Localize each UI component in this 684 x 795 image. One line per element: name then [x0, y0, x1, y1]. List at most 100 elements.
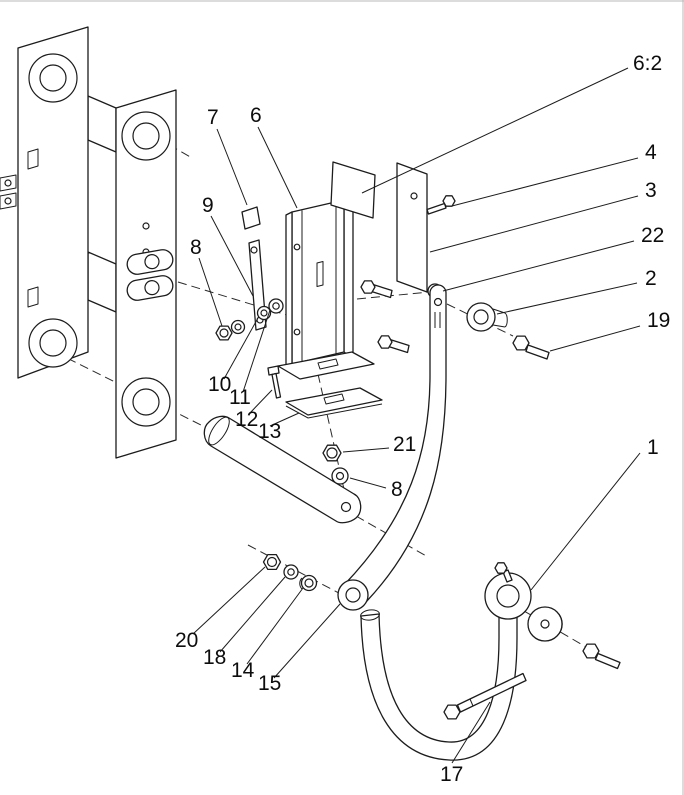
nut-20	[262, 553, 282, 571]
washer-8-mid	[331, 467, 349, 485]
backing-plate-3	[396, 162, 428, 293]
nut-8-upper	[215, 325, 233, 341]
leader-line	[198, 257, 223, 327]
washer-10	[256, 305, 272, 321]
bolt-head	[360, 280, 376, 294]
callout-12: 12	[235, 408, 258, 431]
plate-slot	[27, 148, 39, 170]
hex-bolt-upper	[360, 280, 393, 299]
hook-tube	[360, 609, 518, 761]
callout-13: 13	[258, 420, 281, 443]
bolt-4-shaft	[426, 202, 447, 215]
crossmember-lower	[87, 251, 117, 313]
disc-side	[558, 613, 563, 635]
bolt-head	[582, 643, 600, 659]
leader-line	[246, 587, 304, 665]
plate-slot	[27, 286, 39, 308]
washer-18	[283, 564, 299, 580]
tab-hole	[4, 179, 12, 187]
bolt-19	[512, 335, 550, 360]
bushing-hole-inner	[132, 122, 160, 150]
pin-end-hole	[340, 501, 352, 513]
callout-6-2: 6:2	[633, 52, 662, 75]
callout-21: 21	[393, 433, 416, 456]
washer-small	[230, 319, 246, 335]
eye-ring-1	[484, 562, 532, 620]
plate-13-side	[285, 403, 383, 419]
spacer-plate-13	[285, 387, 383, 419]
pivot-bracket-6	[277, 199, 375, 380]
bracket-slot	[316, 261, 324, 287]
leader-line	[429, 195, 639, 253]
callout-18: 18	[203, 646, 226, 669]
shim-plate-7	[241, 206, 261, 230]
callout-3: 3	[645, 179, 657, 202]
bushing-bore	[473, 309, 489, 325]
leader-line	[216, 128, 248, 206]
callout-19: 19	[647, 309, 670, 332]
leader-line	[549, 325, 641, 352]
bushing-side	[492, 324, 506, 328]
bushing-2	[466, 302, 508, 332]
pin-end-face	[208, 416, 230, 446]
callout-6: 6	[250, 104, 262, 127]
bushing-hole-inner	[132, 388, 160, 416]
callout-8-mid: 8	[391, 478, 403, 501]
bolt-4-head	[442, 195, 456, 207]
leader-line	[210, 215, 254, 297]
clamp-bolt-shaft	[502, 569, 513, 583]
leader-lines	[192, 67, 641, 764]
bolt-19-head	[512, 335, 530, 351]
washer-11	[268, 298, 284, 314]
bracket-flange	[343, 199, 354, 359]
callout-10: 10	[208, 373, 231, 396]
plate-13-slot	[323, 393, 345, 405]
arm-top-hole	[433, 297, 443, 307]
arm-body	[343, 284, 447, 603]
centerline	[247, 544, 353, 601]
mount-frame	[0, 26, 177, 459]
clamp-bolt-head	[494, 562, 508, 574]
leader-line	[451, 157, 639, 207]
callouts: 6:2 4 3 22 2 19 1 7 6 9 8 10 11 12 13 21…	[175, 52, 670, 786]
centerline	[356, 291, 430, 300]
bolt-4	[426, 195, 456, 215]
bolt-12	[267, 365, 282, 399]
callout-14: 14	[231, 659, 255, 682]
bracket-edge	[285, 211, 293, 368]
tube-body	[360, 609, 518, 761]
leader-line	[242, 309, 271, 393]
leader-line	[219, 576, 286, 653]
bolt-19-shaft	[525, 344, 550, 360]
bolt-shaft	[594, 652, 621, 670]
callout-1: 1	[647, 436, 659, 459]
leader-line	[530, 452, 641, 591]
bolt-17-collar	[469, 698, 474, 707]
spacer-side	[299, 577, 303, 590]
leader-line	[269, 412, 300, 427]
leader-line	[248, 389, 273, 415]
callout-9: 9	[202, 194, 214, 217]
mount-tab-lower	[126, 275, 174, 301]
clamp-bolt	[494, 562, 513, 583]
bushing-end	[504, 312, 508, 328]
callout-22: 22	[641, 224, 664, 247]
leader-line	[349, 477, 387, 489]
leader-line	[361, 67, 629, 194]
mount-tab-upper	[126, 249, 174, 275]
base-slot	[317, 358, 339, 370]
centerline	[511, 603, 613, 663]
leader-line	[273, 603, 341, 679]
pivot-pin	[203, 415, 362, 524]
callout-17: 17	[440, 763, 463, 786]
callout-11: 11	[229, 386, 251, 409]
bolt-17-head	[443, 704, 461, 720]
curved-arm	[337, 284, 447, 611]
bushing-hole-inner	[39, 329, 67, 357]
callout-7: 7	[207, 106, 219, 129]
leader-line	[451, 701, 491, 764]
leader-line	[192, 566, 266, 635]
callout-20: 20	[175, 629, 198, 652]
end-cap-disc	[527, 606, 563, 642]
